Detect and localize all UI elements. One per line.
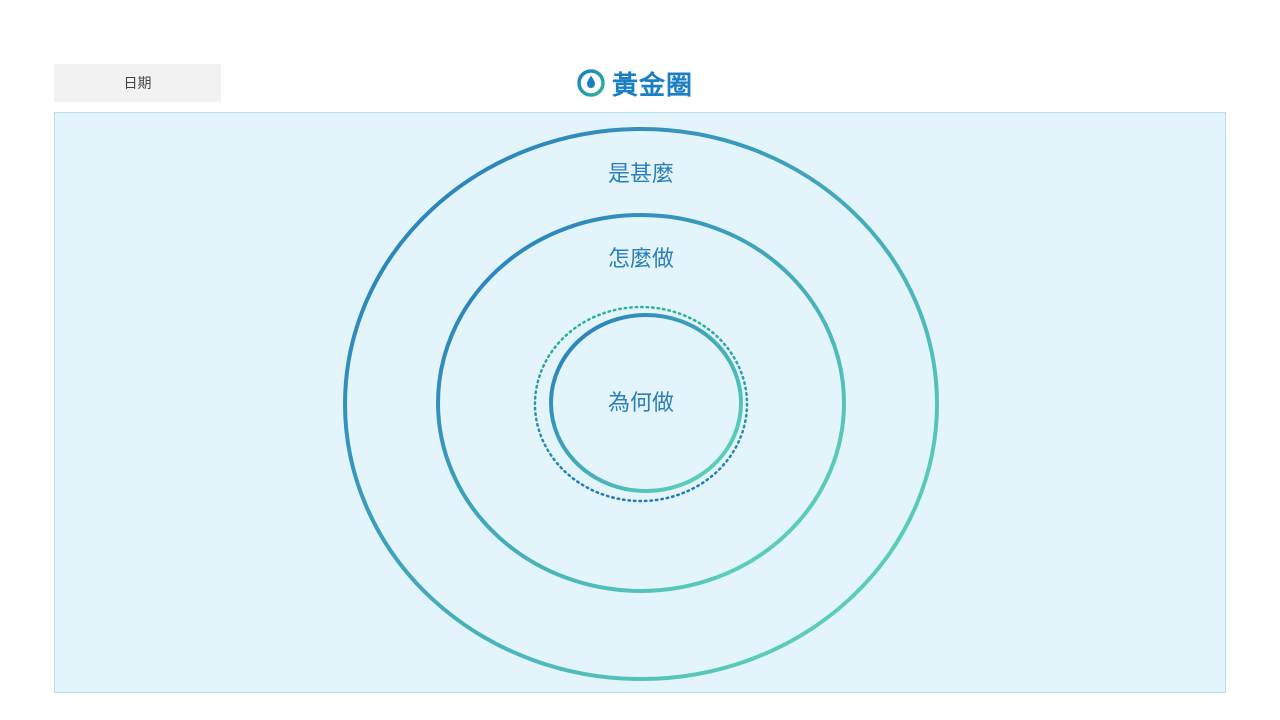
middle-ring (436, 213, 846, 593)
diagram-canvas: 是甚麼 怎麼做 為何做 (54, 112, 1226, 693)
date-field[interactable]: 日期 (54, 64, 221, 102)
golden-circle-diagram: 是甚麼 怎麼做 為何做 (343, 127, 939, 681)
date-label: 日期 (123, 76, 152, 92)
inner-ring-dotted-halo (533, 305, 749, 503)
page-title: 黃金圈 (576, 66, 694, 101)
inner-ring (549, 313, 743, 493)
outer-ring-label: 是甚麼 (608, 162, 674, 187)
water-drop-in-circle-icon (577, 69, 605, 97)
outer-ring (343, 127, 939, 681)
middle-ring-label: 怎麼做 (608, 247, 674, 272)
title-text: 黃金圈 (612, 70, 694, 101)
inner-ring-label: 為何做 (608, 391, 674, 416)
